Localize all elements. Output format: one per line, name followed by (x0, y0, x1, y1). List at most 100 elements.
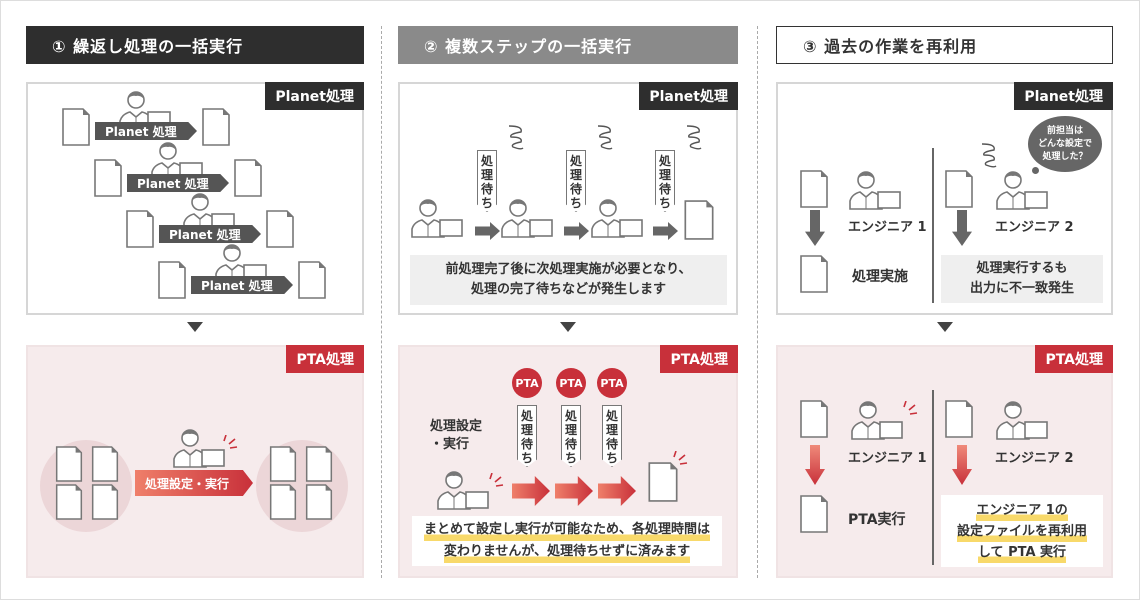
document-icon (54, 446, 84, 486)
document-icon (268, 446, 298, 486)
document-icon (62, 108, 90, 150)
down-arrow-icon (952, 210, 972, 246)
engineer-icon (850, 400, 906, 444)
note-line: エンジニア 1の (976, 499, 1068, 521)
engineer-icon (436, 470, 492, 514)
engineer-icon (995, 170, 1051, 214)
column-divider (757, 26, 758, 578)
note-line: 設定ファイルを再利用 (956, 520, 1087, 542)
document-icon (298, 261, 326, 303)
column-1-title: ① 繰返し処理の一括実行 (26, 26, 364, 64)
gray-arrow-icon (475, 222, 500, 240)
spiral-confused-icon (683, 124, 705, 156)
note-line: して PTA 実行 (977, 541, 1067, 563)
red-down-arrow-icon (952, 445, 972, 485)
document-icon (234, 159, 262, 201)
engineer-icon (995, 400, 1051, 444)
planet-step-arrow: Planet 処理 (127, 174, 229, 192)
document-icon (800, 495, 828, 537)
engineer-1-label: エンジニア 1 (848, 451, 927, 466)
pta-batch-arrow: 処理設定・実行 (135, 470, 253, 496)
planet-tag: Planet処理 (1014, 82, 1113, 110)
waiting-tag: 処理待ち (655, 150, 675, 212)
down-arrow-icon (805, 210, 825, 246)
document-icon (202, 108, 230, 150)
engineer-2-label: エンジニア 2 (995, 220, 1074, 235)
spiral-confused-icon (505, 124, 527, 156)
spiral-confused-icon (594, 124, 616, 156)
document-icon (90, 484, 120, 524)
note-line: 処理実行するも (976, 261, 1068, 276)
engineer-divider (932, 148, 934, 303)
document-icon (304, 446, 334, 486)
waiting-tag: 処理待ち (477, 150, 497, 212)
engineer-icon (172, 428, 228, 472)
pta-badge: PTA (597, 368, 627, 398)
document-icon (54, 484, 84, 524)
planet-step-arrow: Planet 処理 (159, 225, 261, 243)
document-icon (94, 159, 122, 201)
red-down-arrow-icon (805, 445, 825, 485)
planet-tag: Planet処理 (639, 82, 738, 110)
column-2-title: ② 複数ステップの一括実行 (398, 26, 738, 64)
note-line: 出力に不一致発生 (969, 281, 1074, 296)
col2-before-note: 前処理完了後に次処理実施が必要となり、 処理の完了待ちなどが発生します (410, 255, 727, 305)
setup-label: 処理設定 ・実行 (430, 418, 482, 454)
note-line: 処理の完了待ちなどが発生します (470, 282, 666, 297)
col2-after-note: まとめて設定し実行が可能なため、各処理時間は 変わりませんが、処理待ちせずに済み… (412, 516, 722, 566)
setup-label-line: ・実行 (430, 437, 470, 452)
document-icon (266, 210, 294, 252)
document-icon (945, 400, 973, 442)
alert-spark-icon (902, 400, 918, 419)
engineer-2-label: エンジニア 2 (995, 451, 1074, 466)
document-icon (800, 400, 828, 442)
engineer-icon (500, 198, 556, 242)
bubble-line: 処理した？ (1042, 151, 1088, 162)
waiting-tag: 処理待ち (602, 405, 622, 467)
document-icon (304, 484, 334, 524)
col3-after-note: エンジニア 1の 設定ファイルを再利用 して PTA 実行 (941, 495, 1103, 567)
engineer-divider (932, 390, 934, 565)
document-icon (800, 170, 828, 212)
planet-tag: Planet処理 (265, 82, 364, 110)
pta-tag: PTA処理 (1035, 345, 1113, 373)
document-icon (945, 170, 973, 212)
waiting-tag: 処理待ち (561, 405, 581, 467)
process-done-label: 処理実施 (852, 269, 908, 285)
engineer-1-label: エンジニア 1 (848, 220, 927, 235)
col3-before-note: 処理実行するも 出力に不一致発生 (941, 255, 1103, 303)
bubble-line: どんな設定で (1037, 138, 1092, 149)
alert-spark-icon (222, 434, 238, 453)
column-3-title: ③ 過去の作業を再利用 (776, 26, 1113, 64)
bubble-dot (1032, 167, 1039, 174)
setup-label-line: 処理設定 (430, 419, 483, 434)
alert-spark-icon (672, 450, 688, 469)
pta-badge: PTA (512, 368, 542, 398)
engineer-icon (590, 198, 646, 242)
waiting-tag: 処理待ち (566, 150, 586, 212)
pta-tag: PTA処理 (660, 345, 738, 373)
planet-step-arrow: Planet 処理 (191, 276, 293, 294)
document-icon (268, 484, 298, 524)
document-icon (158, 261, 186, 303)
speech-bubble: 前担当は どんな設定で 処理した？ (1028, 116, 1102, 172)
column-divider (381, 26, 382, 578)
gray-arrow-icon (653, 222, 678, 240)
note-line: まとめて設定し実行が可能なため、各処理時間は (423, 519, 710, 541)
gray-arrow-icon (564, 222, 589, 240)
document-icon (800, 255, 828, 297)
document-icon (90, 446, 120, 486)
down-triangle-icon (187, 322, 203, 332)
pta-tag: PTA処理 (286, 345, 364, 373)
planet-step-arrow: Planet 処理 (95, 122, 197, 140)
document-icon (648, 462, 678, 506)
engineer-icon (410, 198, 466, 242)
document-icon (126, 210, 154, 252)
bubble-line: 前担当は (1046, 125, 1083, 136)
pta-badge: PTA (556, 368, 586, 398)
spiral-confused-icon (978, 142, 1000, 174)
pta-run-label: PTA実行 (848, 512, 906, 528)
document-icon (684, 200, 714, 244)
waiting-tag: 処理待ち (517, 405, 537, 467)
note-line: 変わりませんが、処理待ちせずに済みます (443, 541, 691, 563)
